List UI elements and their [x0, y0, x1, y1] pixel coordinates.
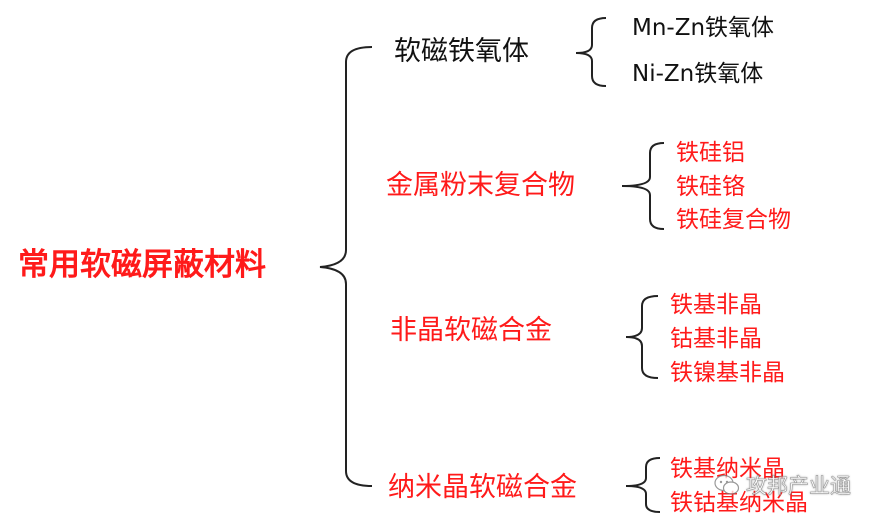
- leaf-fe-co-based-nanocrystal: 铁钴基纳米晶: [670, 490, 808, 516]
- watermark: 攻邦产业通: [714, 470, 851, 500]
- leaf-co-based-amorphous: 钴基非晶: [670, 326, 762, 352]
- leaf-fe-based-amorphous: 铁基非晶: [670, 292, 762, 318]
- leaf-ni-zn-ferrite: Ni-Zn铁氧体: [632, 61, 764, 87]
- leaf-mn-zn-ferrite: Mn-Zn铁氧体: [632, 15, 775, 41]
- bracket-amorphous: [625, 295, 659, 379]
- leaf-fe-based-nanocrystal: 铁基纳米晶: [670, 456, 785, 482]
- bracket-soft-ferrite: [575, 17, 607, 87]
- category-nanocrystalline-alloy: 纳米晶软磁合金: [388, 472, 577, 503]
- category-metal-powder-composite: 金属粉末复合物: [386, 170, 575, 201]
- bracket-metal-powder: [621, 142, 665, 230]
- leaf-fe-si-al: 铁硅铝: [676, 140, 745, 166]
- main-bracket: [319, 46, 373, 487]
- category-soft-ferrite: 软磁铁氧体: [394, 36, 529, 67]
- bracket-nanocrystal: [625, 457, 661, 513]
- category-amorphous-alloy: 非晶软磁合金: [390, 315, 552, 346]
- leaf-fe-si-cr: 铁硅铬: [676, 174, 745, 200]
- watermark-text: 攻邦产业通: [746, 474, 852, 499]
- leaf-fe-si-composite: 铁硅复合物: [676, 207, 791, 233]
- leaf-fe-ni-based-amorphous: 铁镍基非晶: [670, 360, 785, 386]
- root-title: 常用软磁屏蔽材料: [18, 247, 266, 283]
- wechat-icon: [714, 474, 740, 495]
